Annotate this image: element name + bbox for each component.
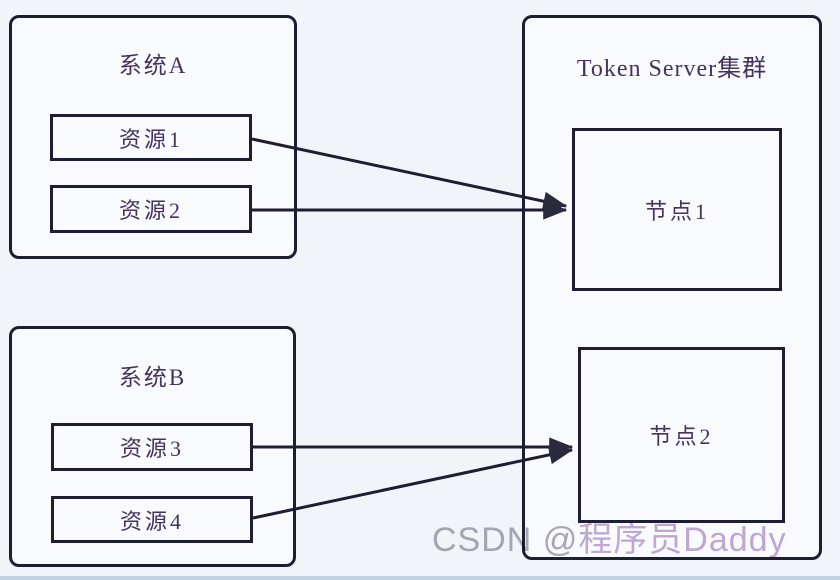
node-1-label: 节点1 bbox=[644, 198, 709, 224]
node-1-box: 节点1 bbox=[572, 128, 782, 291]
resource-2-label: 资源2 bbox=[118, 198, 183, 223]
csdn-watermark: CSDN @程序员Daddy bbox=[432, 512, 787, 561]
system-a-label: 系统A bbox=[118, 53, 188, 78]
resource-4-label: 资源4 bbox=[119, 508, 184, 534]
token-server-cluster-label: Token Server集群 bbox=[576, 56, 768, 82]
resource-4-box: 资源4 bbox=[51, 496, 253, 543]
node-2-label: 节点2 bbox=[649, 424, 714, 449]
watermark-author: 程序员Daddy bbox=[578, 521, 787, 559]
bottom-edge-strip bbox=[0, 576, 840, 580]
resource-1-label: 资源1 bbox=[118, 126, 183, 152]
arrow-resource1-to-node1 bbox=[251, 137, 568, 211]
resource-3-label: 资源3 bbox=[119, 436, 184, 461]
node-2-box: 节点2 bbox=[578, 347, 785, 523]
resource-3-box: 资源3 bbox=[51, 423, 253, 471]
system-b-label: 系统B bbox=[118, 365, 187, 390]
resource-1-box: 资源1 bbox=[50, 114, 252, 161]
resource-2-box: 资源2 bbox=[50, 185, 252, 233]
watermark-prefix: CSDN @ bbox=[432, 521, 579, 559]
